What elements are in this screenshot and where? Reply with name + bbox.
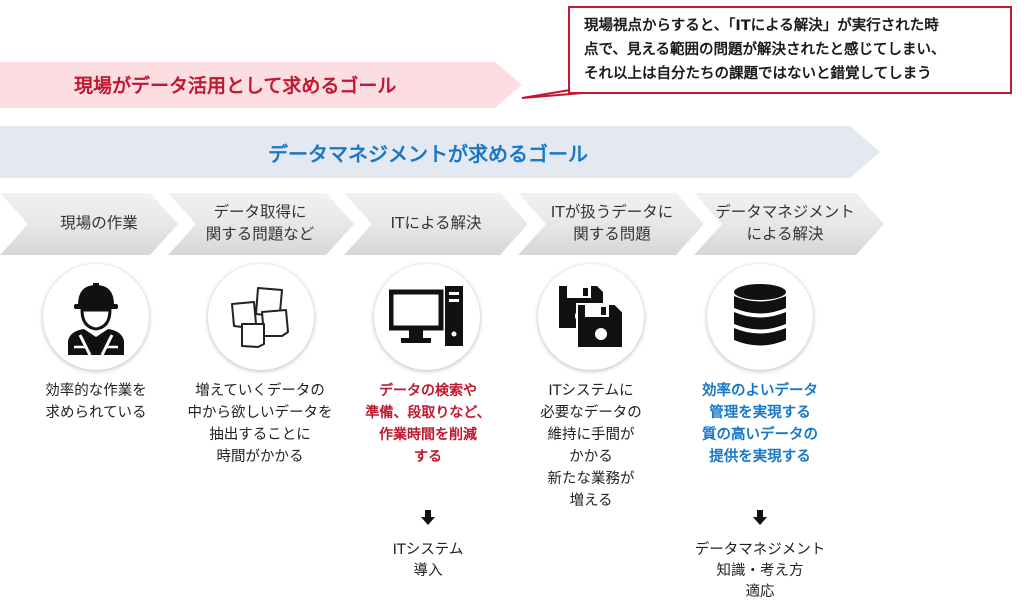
stage-label-2: データ取得に 関する問題など xyxy=(205,203,315,243)
arrow-down-icon xyxy=(421,510,435,525)
stage-desc-2: 増えていくデータの 中から欲しいデータを 抽出することに 時間がかかる xyxy=(187,383,333,465)
computer-icon-circle xyxy=(374,264,480,370)
floppy-disks-icon-circle xyxy=(538,264,644,370)
stage-result-5: データマネジメント 知識・考え方 適応 xyxy=(694,542,826,600)
stage-result-3: ITシステム 導入 xyxy=(392,542,464,579)
worker-icon-circle xyxy=(43,264,149,370)
process-chevrons xyxy=(0,193,884,255)
chevron-stage-3 xyxy=(344,193,528,255)
dm-goal-text: データマネジメントが求めるゴール xyxy=(268,142,588,166)
stage-desc-4: ITシステムに 必要なデータの 維持に手間が かかる 新たな業務が 増える xyxy=(540,383,642,509)
stage-label-5: データマネジメント による解決 xyxy=(715,203,855,243)
database-icon xyxy=(734,284,786,346)
arrow-down-icon xyxy=(753,510,767,525)
callout-line: 現場視点からすると、「ITによる解決」が実行された時 xyxy=(584,18,939,34)
chevron-stage-2 xyxy=(168,193,354,255)
sticky-notes-icon xyxy=(231,287,289,348)
sticky-notes-icon-circle xyxy=(208,264,314,370)
stage-desc-1: 効率的な作業を 求められている xyxy=(45,383,147,421)
floppy-disks-icon xyxy=(559,286,624,349)
stage-label-4: ITが扱うデータに 関する問題 xyxy=(550,203,674,243)
database-icon-circle xyxy=(707,264,813,370)
stage-desc-3: データの検索や 準備、段取りなど、 作業時間を削減 する xyxy=(365,383,491,465)
field-goal-text: 現場がデータ活用として求めるゴール xyxy=(74,75,397,97)
chevron-stage-4 xyxy=(518,193,704,255)
worker-icon xyxy=(68,283,124,355)
field-goal-banner xyxy=(0,62,522,108)
stage-label-3: ITによる解決 xyxy=(390,214,482,232)
stage-label-1: 現場の作業 xyxy=(60,214,138,232)
callout-line: 点で、見える範囲の問題が解決されたと感じてしまい、 xyxy=(584,42,946,58)
chevron-stage-5 xyxy=(694,193,884,255)
computer-icon xyxy=(389,286,463,346)
callout-line: それ以上は自分たちの課題ではないと錯覚してしまう xyxy=(584,66,932,82)
stage-desc-5: 効率のよいデータ 管理を実現する 質の高いデータの 提供を実現する xyxy=(702,383,818,465)
dm-goal-banner xyxy=(0,126,880,178)
callout-box: 現場視点からすると、「ITによる解決」が実行された時 点で、見える範囲の問題が解… xyxy=(568,6,1012,94)
chevron-stage-1 xyxy=(0,193,178,255)
